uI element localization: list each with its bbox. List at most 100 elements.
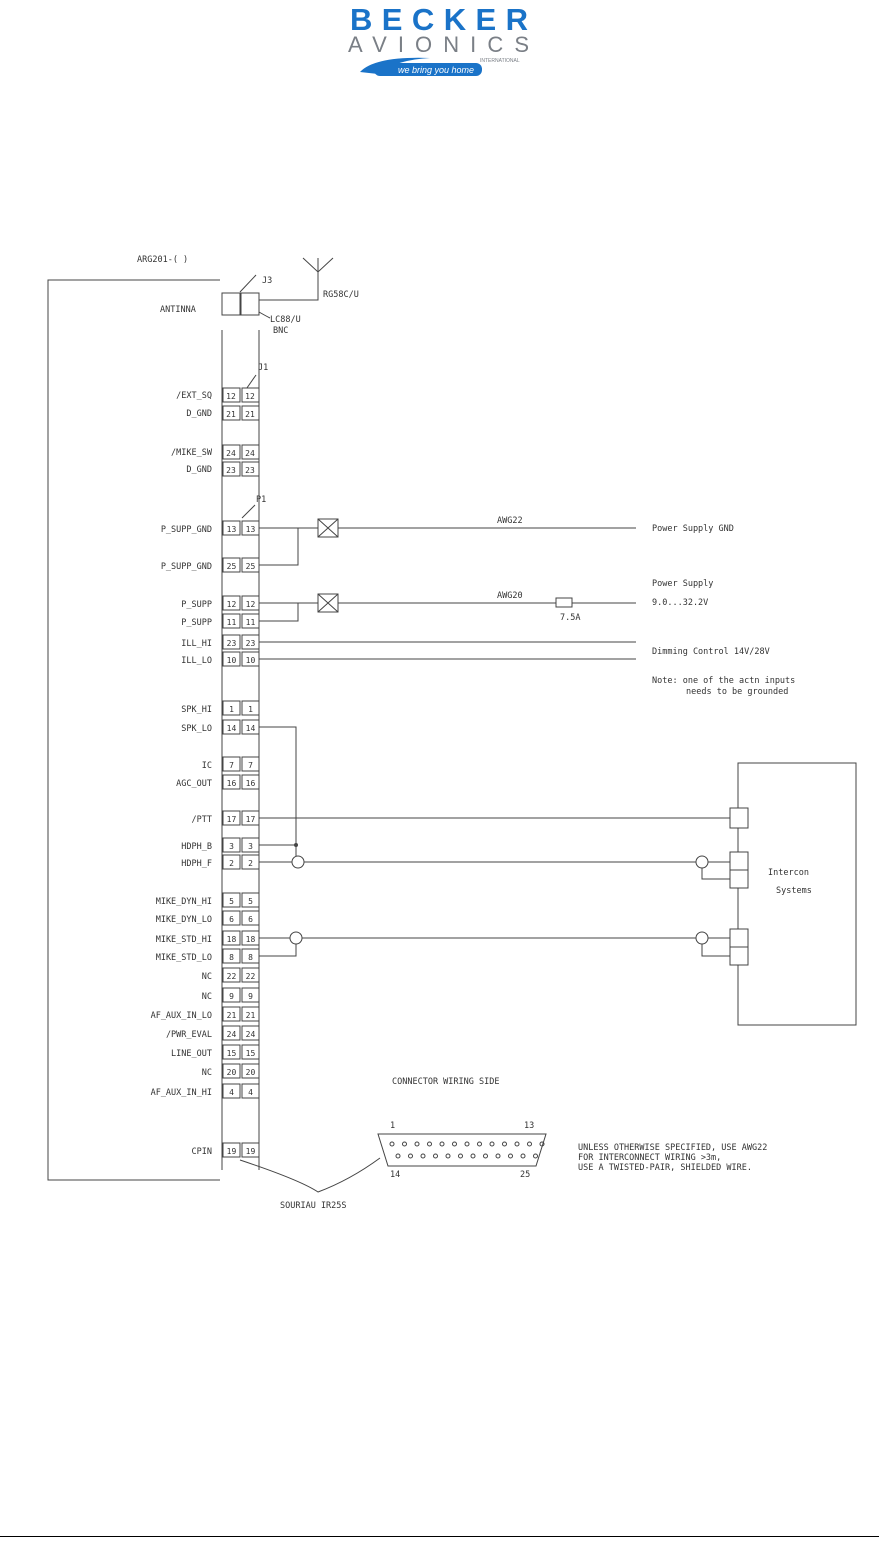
antenna-connector-right bbox=[240, 292, 260, 316]
pin-number: 13 bbox=[246, 525, 256, 534]
pin-box bbox=[241, 700, 260, 716]
note-line2: needs to be grounded bbox=[686, 687, 788, 697]
supply-wire-11 bbox=[259, 603, 299, 622]
pin-box bbox=[222, 444, 241, 460]
pin-number: 11 bbox=[246, 618, 256, 627]
pin-name: AF_AUX_IN_LO bbox=[151, 1011, 212, 1021]
pin-box bbox=[222, 837, 241, 853]
pin-number: 1 bbox=[248, 705, 253, 714]
pin-box bbox=[241, 461, 260, 477]
pin-number: 16 bbox=[227, 779, 237, 788]
pin-number: 12 bbox=[246, 600, 256, 609]
pin-number: 10 bbox=[246, 656, 256, 665]
dimming-label: Dimming Control 14V/28V bbox=[652, 647, 770, 657]
antenna-cable1: RG58C/U bbox=[323, 290, 359, 300]
intercom-box bbox=[737, 762, 857, 1026]
pin-number: 14 bbox=[246, 724, 256, 733]
pin-name: MIKE_DYN_LO bbox=[156, 915, 212, 925]
intercom-label1: Intercon bbox=[768, 868, 809, 878]
pin-number: 17 bbox=[246, 815, 256, 824]
pin-number: 8 bbox=[229, 953, 234, 962]
becker-avionics-logo: BECKER AVIONICS INTERNATIONAL we bring y… bbox=[348, 2, 529, 76]
logo-tagline-bar bbox=[374, 63, 482, 76]
dsub-pin-dot bbox=[502, 1141, 507, 1147]
pin-number: 6 bbox=[229, 915, 234, 924]
awg22-label: AWG22 bbox=[497, 516, 523, 526]
dsub-pin-dot bbox=[439, 1141, 445, 1147]
souriau-leader bbox=[239, 1157, 381, 1193]
antenna-cable bbox=[259, 272, 319, 301]
dsub-pin-dot bbox=[395, 1153, 401, 1159]
pin-name: AF_AUX_IN_HI bbox=[151, 1088, 212, 1098]
pin-box bbox=[241, 1083, 260, 1099]
pin-name: /PTT bbox=[192, 815, 212, 825]
pin-box bbox=[222, 854, 241, 870]
pin-number: 13 bbox=[227, 525, 237, 534]
spec-line3: USE A TWISTED-PAIR, SHIELDED WIRE. bbox=[578, 1163, 752, 1173]
pin-box bbox=[241, 892, 260, 908]
pin-name: P_SUPP bbox=[181, 618, 212, 628]
dsub-pin-dot bbox=[477, 1141, 482, 1147]
pin-number: 23 bbox=[245, 466, 255, 475]
pin-number: 23 bbox=[246, 639, 256, 648]
pin-box bbox=[222, 756, 241, 772]
pin-box bbox=[241, 756, 260, 772]
dsub-shell-icon bbox=[377, 1133, 547, 1167]
pin-number: 23 bbox=[227, 639, 237, 648]
dsub-pin-13: 13 bbox=[524, 1121, 534, 1131]
pin-number: 20 bbox=[227, 1068, 237, 1077]
pin-box bbox=[222, 967, 241, 983]
antenna-label: ANTINNA bbox=[160, 305, 196, 315]
pin-number: 17 bbox=[227, 815, 237, 824]
pin-box bbox=[222, 651, 241, 667]
pin-box bbox=[241, 1063, 260, 1079]
pin-number: 21 bbox=[226, 410, 236, 419]
pin-box bbox=[222, 910, 241, 926]
pin-name: AGC_OUT bbox=[176, 779, 212, 789]
dsub-pin-dot bbox=[414, 1141, 420, 1147]
pin-number: 24 bbox=[246, 1030, 256, 1039]
pin-number: 2 bbox=[229, 859, 234, 868]
j1-pin-rows: /EXT_SQ 12 12 D_GND 21 21 /MIKE_SW 24 24… bbox=[171, 387, 260, 477]
pin-number: 10 bbox=[227, 656, 237, 665]
pin-number: 19 bbox=[246, 1147, 256, 1156]
pin-box bbox=[222, 520, 241, 536]
pin-box bbox=[222, 1006, 241, 1022]
pin-box bbox=[222, 774, 241, 790]
dsub-pin-dot bbox=[514, 1141, 520, 1147]
pin-number: 24 bbox=[226, 449, 236, 458]
pin-name: P_SUPP_GND bbox=[161, 562, 212, 572]
pin-number: 19 bbox=[227, 1147, 237, 1156]
pin-number: 4 bbox=[248, 1088, 253, 1097]
mike-shield-icon bbox=[289, 931, 303, 945]
pin-box bbox=[222, 1083, 241, 1099]
dsub-pin-dot bbox=[445, 1153, 451, 1159]
logo-international-text: INTERNATIONAL bbox=[480, 58, 520, 64]
fuse-icon bbox=[555, 597, 573, 608]
pin-number: 20 bbox=[246, 1068, 256, 1077]
spec-line2: FOR INTERCONNECT WIRING >3m, bbox=[578, 1153, 721, 1163]
pin-box bbox=[222, 930, 241, 946]
pin-name: IC bbox=[202, 761, 212, 771]
pin-number: 18 bbox=[246, 935, 256, 944]
footer-rule bbox=[0, 1536, 879, 1537]
pin-number: 21 bbox=[227, 1011, 237, 1020]
dsub-pin-dot bbox=[427, 1141, 432, 1147]
dsub-pin-dot bbox=[520, 1153, 526, 1159]
logo-tagline: we bring you home bbox=[398, 65, 474, 75]
antenna-cable2: LC88/U bbox=[270, 315, 301, 325]
dsub-pin-dot bbox=[508, 1153, 513, 1159]
dsub-pin-dot bbox=[458, 1153, 463, 1159]
hdph-shield-icon-far bbox=[695, 855, 709, 869]
spec-line1: UNLESS OTHERWISE SPECIFIED, USE AWG22 bbox=[578, 1143, 767, 1153]
mike-shield-icon-far bbox=[695, 931, 709, 945]
pin-name: /EXT_SQ bbox=[176, 391, 212, 401]
pin-name: CPIN bbox=[192, 1147, 212, 1157]
dsub-pins bbox=[389, 1141, 545, 1159]
supply-splice-cross bbox=[317, 593, 339, 613]
dsub-pin-25: 25 bbox=[520, 1170, 530, 1180]
dsub-pin-dot bbox=[527, 1141, 532, 1147]
pin-name: HDPH_B bbox=[181, 842, 212, 852]
dsub-pin-dot bbox=[420, 1153, 426, 1159]
